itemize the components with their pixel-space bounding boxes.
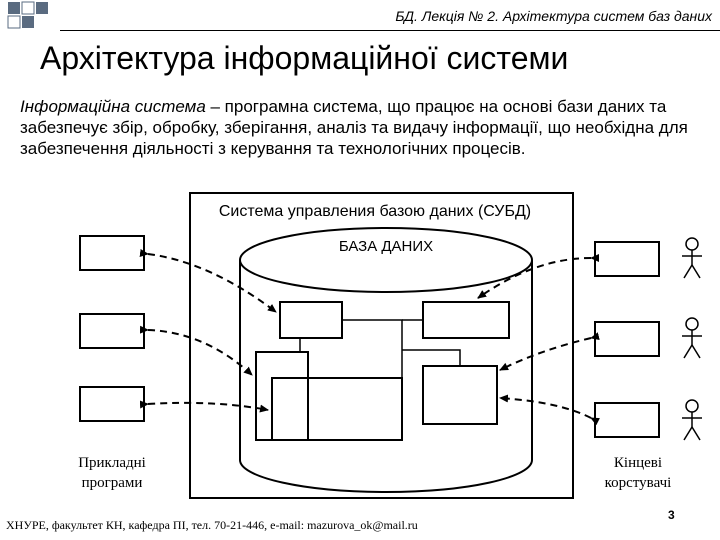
definition-text: – програмна система, що працює на основі… (20, 97, 688, 158)
arrow-app2-db (139, 325, 253, 376)
arrow-app3-db (139, 400, 269, 413)
database-cylinder (239, 227, 533, 493)
applications-label-line2: програми (82, 475, 143, 491)
database-label: БАЗА ДАНИХ (339, 238, 433, 255)
user-icon-1 (682, 237, 702, 279)
slide-title: Архітектура інформаційної системи (40, 40, 569, 76)
definition-term: Інформаційна система (20, 97, 206, 116)
applications-label-line1: Прикладні (78, 455, 146, 471)
page-number: 3 (668, 508, 675, 522)
end-users-label-line1: Кінцеві (614, 455, 662, 471)
user-icon-2 (682, 317, 702, 359)
lecture-header: БД. Лекція № 2. Архітектура систем баз д… (395, 8, 712, 24)
application-box-3 (79, 386, 145, 422)
internal-connectors (299, 319, 461, 378)
terminal-box-3 (594, 402, 660, 438)
user-icon-3 (682, 399, 702, 441)
definition-paragraph: Інформаційна система – програмна система… (20, 96, 710, 159)
dbms-label: Система управления базою даних (СУБД) (219, 203, 531, 220)
corner-decoration (7, 1, 48, 29)
arrow-app1-db (139, 249, 277, 313)
footer-contact: ХНУРЕ, факультет КН, кафедра ПІ, тел. 70… (6, 518, 418, 532)
end-users-label-line2: корстувачі (605, 475, 672, 491)
arrow-term2-db (499, 332, 600, 371)
header-divider (60, 30, 720, 31)
arrow-term3-db (499, 394, 600, 426)
terminal-box-2 (594, 321, 660, 357)
arrow-term1-db (477, 253, 600, 299)
terminal-box-1 (594, 241, 660, 277)
application-box-1 (79, 235, 145, 271)
application-box-2 (79, 313, 145, 349)
internal-structures (255, 301, 510, 441)
